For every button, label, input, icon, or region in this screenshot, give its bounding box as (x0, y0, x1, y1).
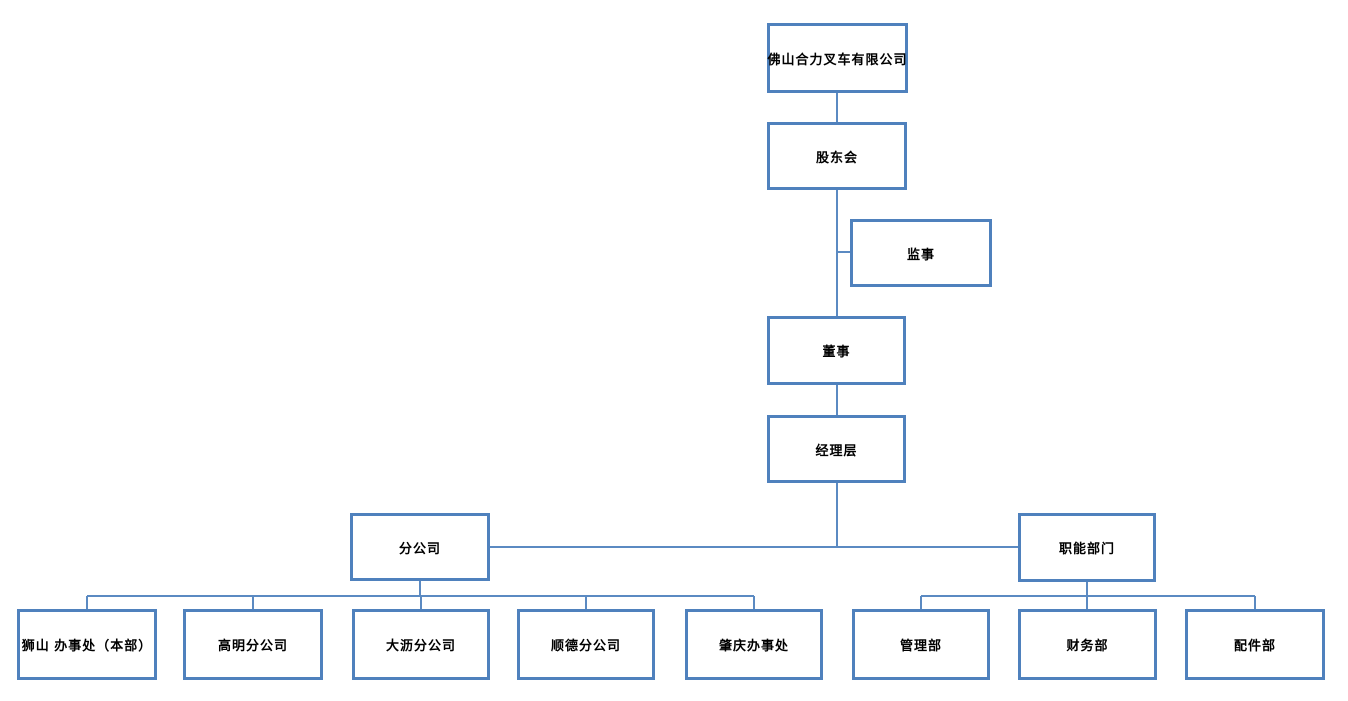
org-node-label-shishan: 狮山 办事处（本部） (21, 638, 153, 653)
org-node-label-supervisor: 监事 (906, 246, 935, 262)
connector-line-vertical (419, 581, 421, 596)
connector-line-vertical (1086, 596, 1088, 609)
connector-line-vertical (252, 596, 254, 609)
org-node-label-parts-dept: 配件部 (1233, 638, 1276, 653)
org-node-company[interactable]: 佛山合力叉车有限公司 (767, 23, 908, 93)
org-node-shunde[interactable]: 顺德分公司 (517, 609, 655, 680)
org-node-gaoming[interactable]: 高明分公司 (183, 609, 323, 680)
connector-line-horizontal (837, 251, 850, 253)
connector-line-vertical (836, 92, 838, 122)
connector-line-vertical (1086, 582, 1088, 596)
org-node-label-managers: 经理层 (815, 442, 858, 458)
org-node-dali[interactable]: 大沥分公司 (352, 609, 490, 680)
connector-line-horizontal (921, 595, 1255, 597)
connector-line-vertical (420, 596, 422, 609)
connector-line-vertical (836, 385, 838, 415)
org-node-label-gaoming: 高明分公司 (217, 638, 288, 653)
connector-line-horizontal (490, 546, 1018, 548)
connector-line-vertical (86, 596, 88, 609)
org-node-label-company: 佛山合力叉车有限公司 (767, 51, 908, 67)
org-node-director[interactable]: 董事 (767, 316, 906, 385)
connector-line-vertical (753, 596, 755, 609)
org-node-label-admin-dept: 管理部 (899, 638, 942, 653)
connector-line-vertical (836, 190, 838, 316)
org-node-branch[interactable]: 分公司 (350, 513, 490, 581)
org-node-label-functional: 职能部门 (1058, 541, 1115, 556)
org-node-label-finance-dept: 财务部 (1066, 638, 1109, 653)
org-node-label-dali: 大沥分公司 (385, 638, 456, 653)
org-node-label-shunde: 顺德分公司 (550, 638, 621, 653)
org-node-label-zhaoqing: 肇庆办事处 (718, 638, 789, 653)
org-node-zhaoqing[interactable]: 肇庆办事处 (685, 609, 823, 680)
org-node-supervisor[interactable]: 监事 (850, 219, 992, 287)
org-node-label-director: 董事 (822, 344, 851, 359)
org-node-parts-dept[interactable]: 配件部 (1185, 609, 1325, 680)
connector-line-vertical (836, 483, 838, 547)
org-node-label-branch: 分公司 (398, 540, 441, 556)
org-node-functional[interactable]: 职能部门 (1018, 513, 1156, 582)
connector-line-vertical (920, 596, 922, 609)
connector-line-vertical (1254, 596, 1256, 609)
org-node-managers[interactable]: 经理层 (767, 415, 906, 483)
org-node-label-shareholders: 股东会 (815, 149, 858, 165)
org-node-admin-dept[interactable]: 管理部 (852, 609, 990, 680)
org-node-shishan[interactable]: 狮山 办事处（本部） (17, 609, 157, 680)
org-node-shareholders[interactable]: 股东会 (767, 122, 907, 190)
org-node-finance-dept[interactable]: 财务部 (1018, 609, 1157, 680)
connector-line-vertical (585, 596, 587, 609)
